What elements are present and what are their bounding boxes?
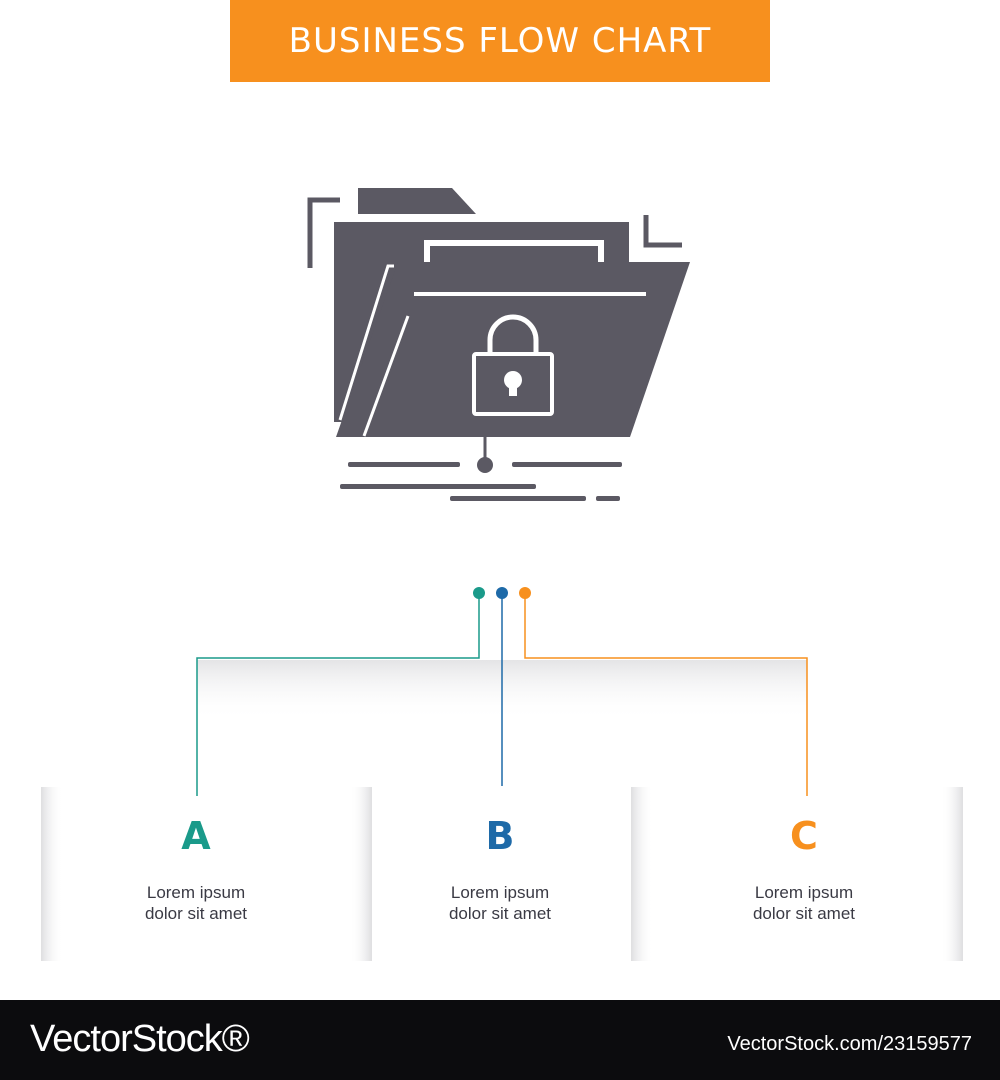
- step-a-letter: A: [181, 814, 211, 858]
- flow-diagram: [41, 188, 963, 961]
- step-b-text-line2: dolor sit amet: [448, 904, 552, 923]
- footer-image-id: VectorStock.com/23159577: [727, 1033, 972, 1055]
- step-card-b: [372, 787, 378, 961]
- footer-bar: VectorStock® VectorStock.com/23159577: [0, 1000, 1000, 1080]
- page-title: BUSINESS FLOW CHART: [288, 21, 712, 61]
- step-card-a: [41, 787, 372, 961]
- connector-a: [196, 587, 485, 796]
- title-banner: BUSINESS FLOW CHART: [230, 0, 770, 82]
- step-a-text: Lorem ipsum dolor sit amet: [86, 882, 306, 924]
- connector-b: [496, 587, 508, 786]
- step-a-text-line2: dolor sit amet: [144, 904, 248, 923]
- step-c-letter: C: [790, 814, 818, 858]
- step-b-letter: B: [485, 814, 515, 858]
- step-c-text: Lorem ipsum dolor sit amet: [694, 882, 914, 924]
- step-c-text-line2: dolor sit amet: [752, 904, 856, 923]
- connector-c: [519, 587, 808, 796]
- locked-folder-icon: [307, 188, 690, 501]
- step-b-text-line1: Lorem ipsum: [450, 883, 550, 902]
- step-c-text-line1: Lorem ipsum: [754, 883, 854, 902]
- step-b-text: Lorem ipsum dolor sit amet: [390, 882, 610, 924]
- step-a-text-line1: Lorem ipsum: [146, 883, 246, 902]
- footer-logo: VectorStock®: [30, 1018, 250, 1060]
- step-card-c: [631, 787, 963, 961]
